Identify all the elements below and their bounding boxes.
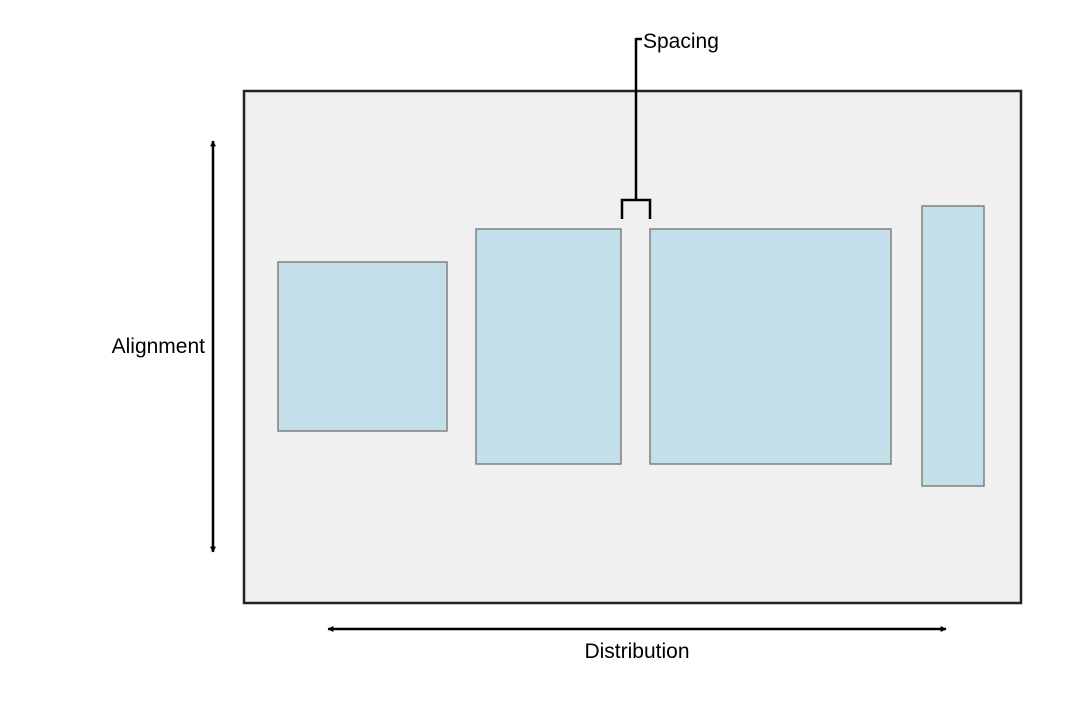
distribution-label: Distribution xyxy=(584,640,689,663)
arranged-view-2 xyxy=(475,228,622,465)
spacing-label: Spacing xyxy=(643,30,719,53)
arranged-view-4 xyxy=(921,205,985,487)
arranged-view-1 xyxy=(277,261,448,432)
arranged-view-3 xyxy=(649,228,892,465)
alignment-label: Alignment xyxy=(112,335,206,358)
